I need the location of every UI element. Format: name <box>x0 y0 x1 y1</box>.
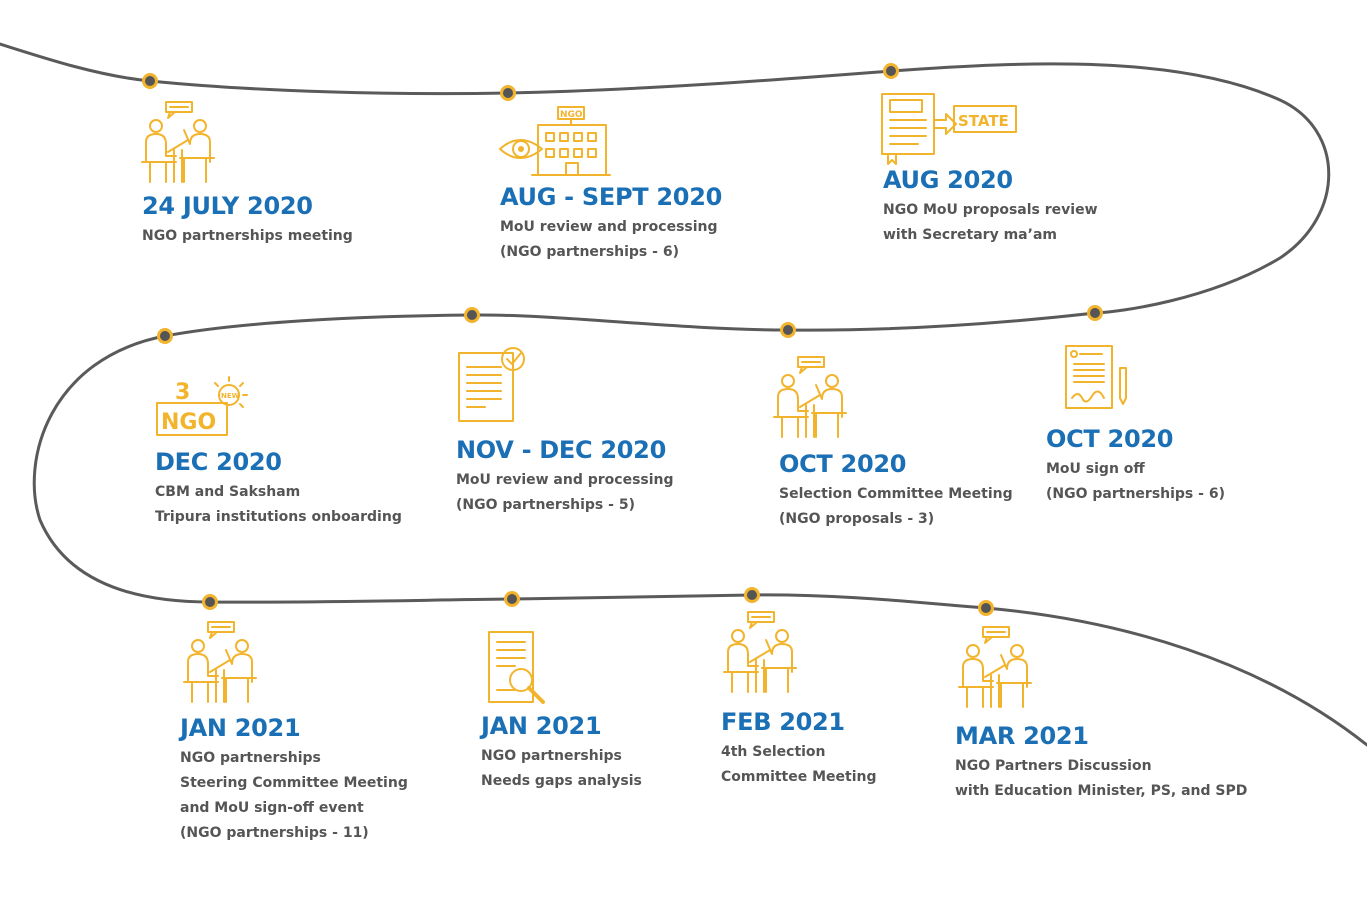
milestone-date: FEB 2021 <box>721 708 845 736</box>
milestone-description-line: NGO partnerships <box>180 750 321 766</box>
meeting-icon <box>138 100 218 190</box>
timeline-dot <box>978 600 994 616</box>
signed-document-icon <box>1062 340 1132 416</box>
milestone-description-line: and MoU sign-off event <box>180 800 364 816</box>
milestone-description-line: (NGO partnerships - 6) <box>500 244 679 260</box>
timeline-dot <box>157 328 173 344</box>
milestone-date: JAN 2021 <box>180 714 301 742</box>
milestone-description: NGO Partners Discussion with Education Mi… <box>955 754 1247 804</box>
timeline-dot <box>464 307 480 323</box>
document-search-icon <box>485 628 549 712</box>
milestone-description: NGO partnerships meeting <box>142 224 353 249</box>
milestone-description-line: NGO MoU proposals review <box>883 202 1098 218</box>
milestone-description: NGO MoU proposals review with Secretary m… <box>883 198 1098 248</box>
meeting-icon <box>720 610 800 700</box>
milestone-description-line: MoU review and processing <box>500 219 718 235</box>
timeline-dot <box>883 63 899 79</box>
milestone-description: MoU review and processing (NGO partnershi… <box>456 468 674 518</box>
timeline-dot <box>744 587 760 603</box>
timeline-dot <box>142 73 158 89</box>
milestone-description: Selection Committee Meeting (NGO proposal… <box>779 482 1013 532</box>
milestone-date: OCT 2020 <box>1046 425 1174 453</box>
milestone-description-line: Selection Committee Meeting <box>779 486 1013 502</box>
milestone-date: DEC 2020 <box>155 448 282 476</box>
milestone-description-line: with Secretary ma’am <box>883 227 1057 243</box>
milestone-description-line: Steering Committee Meeting <box>180 775 408 791</box>
document-to-state-icon: STATE <box>880 90 1020 172</box>
icon-label-ngo: NGO <box>560 110 583 120</box>
timeline-dot <box>500 85 516 101</box>
milestone-description-line: NGO partnerships <box>481 748 622 764</box>
icon-label-new: NEW <box>221 392 240 400</box>
icon-count: 3 <box>175 380 190 405</box>
timeline-dot <box>1087 305 1103 321</box>
milestone-description-line: (NGO partnerships - 5) <box>456 497 635 513</box>
timeline-dot <box>202 594 218 610</box>
icon-label-ngo: NGO <box>161 410 216 435</box>
milestone-description-line: CBM and Saksham <box>155 484 301 500</box>
milestone-description-line: (NGO partnerships - 11) <box>180 825 369 841</box>
milestone-date: AUG 2020 <box>883 166 1013 194</box>
milestone-description-line: (NGO proposals - 3) <box>779 511 935 527</box>
meeting-icon <box>180 620 260 710</box>
timeline-dot <box>780 322 796 338</box>
meeting-icon <box>770 355 850 445</box>
ngo-building-review-icon: NGO <box>498 105 611 181</box>
milestone-description-line: MoU sign off <box>1046 461 1145 477</box>
timeline-dot <box>504 591 520 607</box>
milestone-date: AUG - SEPT 2020 <box>500 183 722 211</box>
milestone-date: JAN 2021 <box>481 712 602 740</box>
milestone-description-line: with Education Minister, PS, and SPD <box>955 783 1248 799</box>
milestone-description-line: NGO partnerships meeting <box>142 228 353 244</box>
milestone-description-line: (NGO partnerships - 6) <box>1046 486 1225 502</box>
meeting-icon <box>955 625 1035 715</box>
milestone-date: MAR 2021 <box>955 722 1089 750</box>
milestone-description: MoU sign off (NGO partnerships - 6) <box>1046 457 1225 507</box>
new-ngo-badge-icon: 3 NGO NEW <box>155 375 251 443</box>
milestone-description-line: NGO Partners Discussion <box>955 758 1152 774</box>
document-check-icon <box>455 345 535 429</box>
milestone-description-line: Committee Meeting <box>721 769 877 785</box>
milestone-description-line: 4th Selection <box>721 744 826 760</box>
milestone-description-line: Needs gaps analysis <box>481 773 642 789</box>
milestone-date: NOV - DEC 2020 <box>456 436 666 464</box>
milestone-date: OCT 2020 <box>779 450 907 478</box>
milestone-description: MoU review and processing (NGO partnershi… <box>500 215 722 265</box>
milestone-date: 24 JULY 2020 <box>142 192 313 220</box>
milestone-description-line: Tripura institutions onboarding <box>155 509 402 525</box>
milestone-description-line: MoU review and processing <box>456 472 674 488</box>
icon-label-state: STATE <box>958 112 1009 130</box>
